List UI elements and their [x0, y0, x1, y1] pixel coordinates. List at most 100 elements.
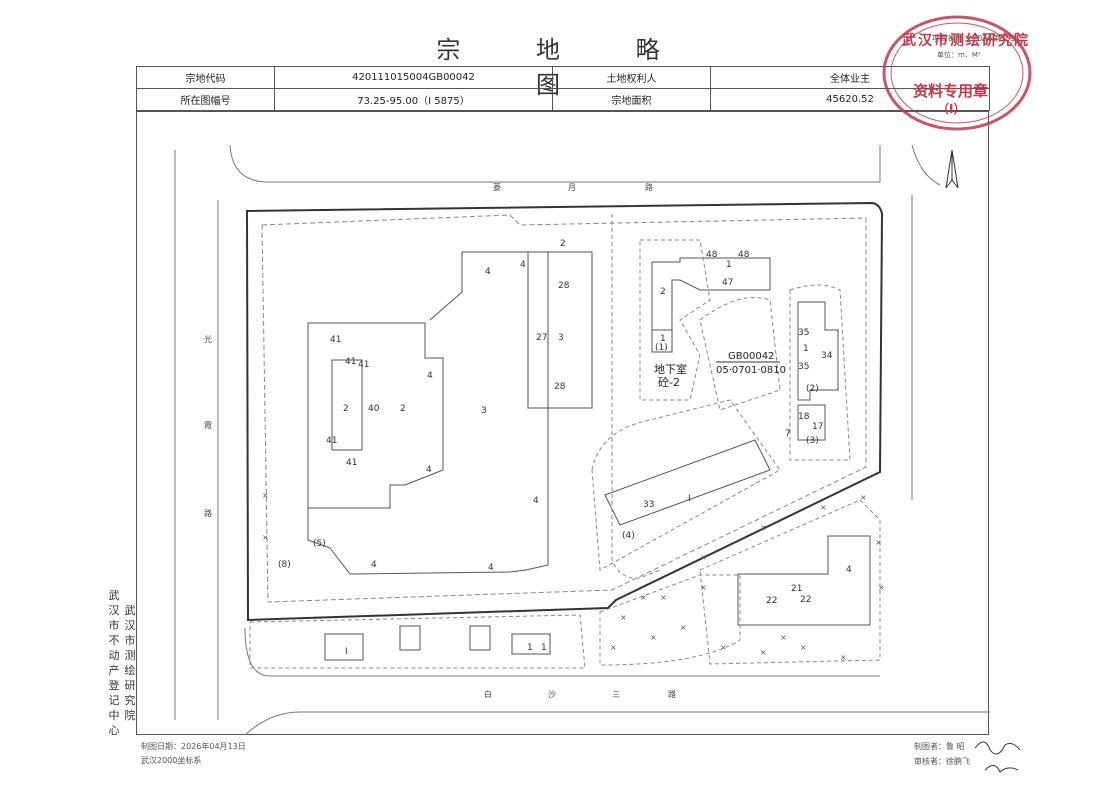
- label-sheet-number: 所在图幅号: [136, 88, 275, 111]
- map-label: (5): [313, 539, 326, 549]
- map-label: 41: [345, 357, 356, 367]
- map-label: 48: [706, 250, 718, 260]
- svg-text:×: ×: [760, 523, 767, 532]
- svg-text:×: ×: [700, 583, 707, 592]
- map-label: 28: [554, 382, 566, 392]
- svg-text:×: ×: [262, 491, 269, 500]
- parcel-code: GB00042: [728, 351, 774, 362]
- map-label: 2: [560, 239, 566, 249]
- road-bottom-char: 路: [668, 689, 676, 699]
- map-label: 48: [738, 250, 750, 260]
- svg-text:×: ×: [760, 648, 767, 657]
- map-label: 27: [536, 333, 547, 343]
- building-33: [604, 439, 771, 526]
- parcel-points: 05·0701·0810: [716, 365, 786, 376]
- map-label: I: [688, 494, 691, 504]
- map-frame: [136, 111, 989, 735]
- map-label: I: [345, 647, 348, 657]
- map-label: 1: [726, 260, 732, 270]
- map-label: 47: [722, 278, 733, 288]
- map-label: (1): [655, 343, 668, 353]
- map-label: 34: [821, 351, 833, 361]
- map-label: 4: [485, 267, 491, 277]
- map-label: 18: [798, 412, 810, 422]
- map-label: 2: [343, 404, 349, 414]
- road-top-char: 月: [568, 183, 576, 192]
- svg-text:×: ×: [878, 583, 885, 592]
- road-right-top: [911, 144, 941, 186]
- project-number: 项目编号：2026第359: [932, 34, 1016, 43]
- map-label: 41: [358, 360, 369, 370]
- road-top-edge: [229, 144, 881, 183]
- map-label: 41: [326, 436, 337, 446]
- dashed-shape-2: [639, 239, 711, 401]
- building-south-2: [399, 625, 421, 651]
- svg-text:×: ×: [860, 493, 867, 502]
- map-label: (4): [622, 531, 635, 541]
- building-1: [651, 329, 673, 353]
- tree-symbols: ×××× ×××× ×××× ×××× ××××: [262, 491, 885, 662]
- road-top-char: 菱: [493, 182, 501, 192]
- map-label: 3: [558, 333, 564, 343]
- map-label: 22: [766, 596, 777, 606]
- map-label: 41: [346, 458, 357, 468]
- map-label: 4: [846, 565, 852, 575]
- map-label: 35: [798, 328, 809, 338]
- basement-label: 地下室: [654, 362, 687, 376]
- svg-text:×: ×: [680, 623, 687, 632]
- dashed-shape-6: [599, 574, 741, 666]
- coordinate-system: 武汉2000坐标系: [141, 756, 202, 765]
- map-label: 2: [660, 287, 666, 297]
- building-40: [307, 322, 444, 509]
- road-bottom-char: 沙: [548, 690, 556, 699]
- inner-dashed-boundary: [261, 214, 867, 603]
- map-labels: 2 4 4 28 27 3 28 41 41 41 2 40 2 4 3 41 …: [278, 239, 852, 657]
- building-south-1: [324, 633, 364, 661]
- dashed-line-1: [611, 214, 661, 579]
- map-label: 40: [368, 404, 380, 414]
- unit-note: 单位：m、M²: [937, 51, 981, 59]
- map-label: 4: [520, 260, 526, 270]
- checker-name: 审核者：徐鹏飞: [914, 757, 970, 766]
- map-label: 4: [488, 563, 494, 573]
- building-34: [797, 301, 839, 401]
- svg-text:×: ×: [660, 593, 667, 602]
- svg-text:×: ×: [875, 538, 882, 547]
- map-label: 41: [330, 335, 341, 345]
- map-label: (2): [806, 384, 819, 394]
- svg-text:×: ×: [700, 553, 707, 562]
- basement-material: 砼-2: [658, 376, 680, 389]
- map-label: 21: [791, 584, 802, 594]
- road-bottom-char: 三: [612, 690, 620, 699]
- table-row: 所在图幅号 73.25-95.00（I 5875） 宗地面积 45620.52: [136, 88, 990, 111]
- dashed-shape-7: [699, 499, 881, 665]
- dashed-shape-5: [591, 399, 781, 571]
- map-label: 33: [643, 500, 654, 510]
- side-text-registration-center: 武汉市不动产登记中心: [108, 589, 120, 737]
- dashed-shape-4: [789, 284, 851, 461]
- map-label: 1: [541, 643, 547, 653]
- svg-text:×: ×: [820, 503, 827, 512]
- svg-text:×: ×: [720, 643, 727, 652]
- road-names: 菱 月 路 光 霞 路 白 沙 三 路: [204, 182, 676, 699]
- map-label: 1: [803, 344, 809, 354]
- drawing-date: 制图日期：2026年04月13日: [141, 742, 246, 751]
- seal-bottom-text: （I）: [937, 102, 966, 116]
- svg-text:×: ×: [620, 613, 627, 622]
- road-left-char: 路: [204, 508, 212, 518]
- parcel-boundary: [245, 201, 884, 622]
- building-47: [651, 257, 771, 353]
- building-south-4: [511, 633, 551, 655]
- svg-text:×: ×: [650, 633, 657, 642]
- building-17: [797, 404, 826, 441]
- map-label: 17: [812, 422, 823, 432]
- drawer-name: 制图者：鲁 昭: [914, 742, 965, 751]
- seal-center-text: 资料专用章: [913, 82, 989, 100]
- map-label: 4: [426, 465, 432, 475]
- map-label: 4: [533, 496, 539, 506]
- road-bottom-inner: [244, 627, 880, 677]
- svg-text:×: ×: [610, 643, 617, 652]
- official-seal: [882, 15, 1032, 131]
- map-label: (8): [278, 560, 291, 570]
- building-21: [737, 535, 871, 626]
